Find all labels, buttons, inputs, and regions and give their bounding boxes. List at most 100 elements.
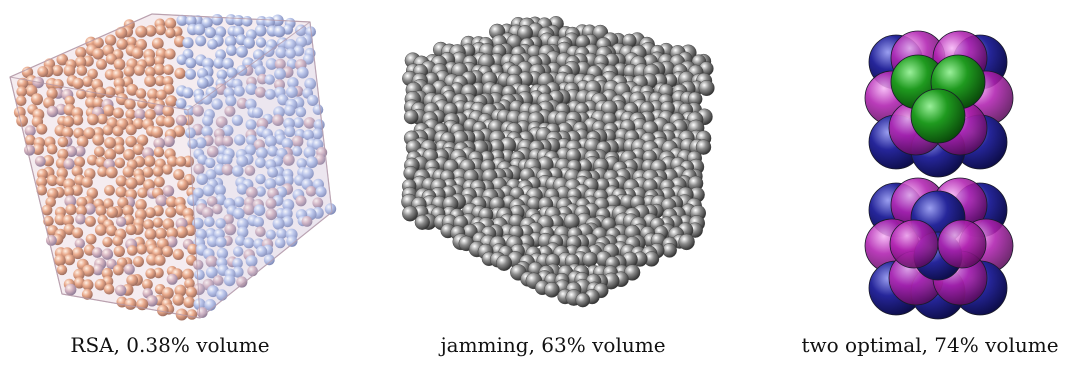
rsa-sphere	[42, 155, 55, 167]
rsa-sphere	[202, 115, 214, 127]
rsa-sphere	[113, 58, 126, 71]
rsa-sphere	[134, 108, 146, 120]
rsa-sphere	[75, 213, 86, 225]
rsa-sphere	[25, 84, 38, 97]
rsa-sphere	[71, 165, 83, 177]
rsa-sphere	[102, 124, 114, 136]
rsa-sphere	[162, 76, 174, 87]
rsa-sphere	[286, 235, 298, 247]
rsa-sphere	[183, 105, 195, 116]
rsa-sphere	[135, 25, 148, 38]
rsa-sphere	[62, 115, 75, 128]
rsa-sphere	[243, 237, 255, 249]
rsa-sphere	[286, 58, 298, 70]
rsa-sphere	[207, 39, 218, 50]
rsa-sphere	[233, 207, 245, 220]
rsa-sphere	[226, 67, 238, 79]
rsa-sphere	[254, 65, 266, 77]
rsa-sphere	[152, 217, 164, 228]
rsa-sphere	[244, 165, 256, 176]
rsa-sphere	[165, 95, 178, 108]
rsa-sphere	[202, 184, 215, 197]
rsa-sphere	[153, 55, 165, 67]
rsa-sphere	[87, 154, 98, 166]
rsa-sphere	[185, 286, 197, 298]
rsa-sphere	[222, 124, 234, 137]
rsa-sphere	[86, 187, 99, 199]
rsa-sphere	[263, 254, 275, 266]
rsa-sphere	[287, 77, 299, 89]
rsa-sphere	[137, 187, 148, 199]
rsa-sphere	[162, 105, 174, 117]
rsa-sphere	[201, 125, 213, 138]
rsa-sphere	[125, 135, 137, 148]
rsa-sphere	[282, 154, 295, 166]
rsa-sphere	[163, 83, 175, 95]
rsa-sphere	[224, 105, 236, 117]
rsa-sphere	[236, 155, 249, 168]
rsa-sphere	[243, 203, 255, 216]
rsa-sphere	[255, 226, 266, 237]
rsa-box-edge	[309, 21, 333, 213]
rsa-sphere	[71, 184, 83, 196]
rsa-sphere	[106, 258, 117, 270]
rsa-sphere	[82, 264, 95, 277]
rsa-sphere	[296, 158, 307, 169]
rsa-sphere	[275, 46, 287, 59]
rsa-sphere	[101, 248, 114, 260]
rsa-sphere	[63, 186, 75, 198]
rsa-sphere	[24, 134, 36, 146]
rsa-sphere	[143, 155, 156, 167]
rsa-sphere	[211, 98, 223, 110]
rsa-sphere	[136, 244, 147, 255]
rsa-sphere	[255, 157, 266, 169]
rsa-sphere	[146, 295, 158, 307]
rsa-sphere	[125, 124, 137, 136]
rsa-sphere	[84, 203, 96, 215]
rsa-sphere	[156, 89, 167, 101]
optimal-caption: two optimal, 74% volume	[801, 333, 1059, 357]
rsa-sphere	[115, 175, 127, 187]
rsa-sphere	[245, 119, 257, 131]
rsa-sphere	[236, 276, 248, 288]
rsa-sphere	[272, 114, 284, 126]
rsa-sphere	[224, 223, 237, 236]
rsa-sphere	[245, 98, 257, 111]
rsa-sphere	[253, 204, 266, 216]
rsa-sphere	[223, 274, 236, 287]
rsa-sphere	[295, 106, 307, 118]
rsa-sphere	[201, 94, 213, 105]
rsa-sphere	[113, 77, 125, 89]
optimal-lattice-packings-image	[864, 30, 1014, 320]
rsa-sphere	[94, 146, 105, 158]
rsa-sphere	[204, 216, 215, 228]
rsa-sphere	[72, 114, 84, 126]
jamming-sphere	[678, 233, 695, 251]
rsa-box-right-face	[188, 22, 332, 318]
rsa-sphere	[145, 268, 156, 279]
rsa-sphere	[154, 176, 165, 188]
rsa-sphere	[56, 167, 68, 179]
rsa-sphere	[231, 114, 243, 126]
rsa-sphere	[46, 174, 59, 187]
rsa-sphere	[153, 104, 165, 116]
rsa-sphere	[245, 186, 258, 199]
rsa-sphere	[221, 154, 233, 165]
rsa-sphere	[265, 208, 278, 221]
rsa-sphere	[226, 45, 237, 56]
optimal-panel: two optimal, 74% volume	[780, 0, 1085, 366]
rsa-sphere	[74, 238, 86, 249]
rsa-sphere	[103, 283, 115, 295]
rsa-sphere	[282, 24, 294, 35]
rsa-sphere	[186, 309, 198, 320]
rsa-sphere	[164, 17, 177, 30]
rsa-panel: RSA, 0.38% volume	[0, 0, 340, 366]
rsa-sphere	[135, 88, 147, 99]
rsa-sphere	[113, 245, 126, 257]
rsa-sphere	[63, 64, 76, 77]
rsa-sphere	[175, 114, 187, 126]
rsa-sphere	[163, 64, 174, 75]
rsa-sphere	[236, 45, 248, 58]
rsa-sphere	[233, 196, 245, 208]
rsa-sphere	[306, 156, 318, 169]
